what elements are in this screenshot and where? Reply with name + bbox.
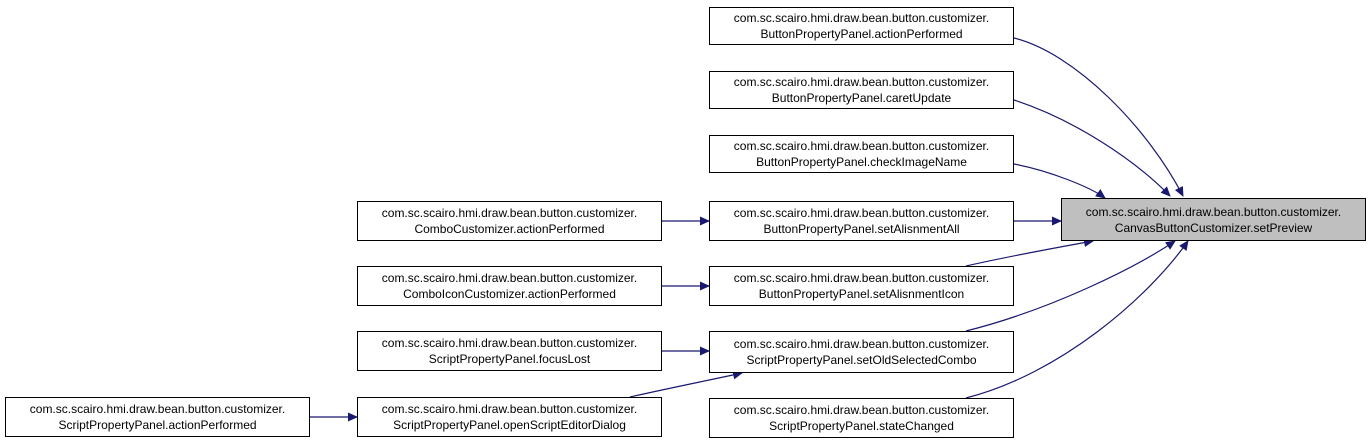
- node-package-label: com.sc.scairo.hmi.draw.bean.button.custo…: [381, 206, 638, 220]
- node-package-label: com.sc.scairo.hmi.draw.bean.button.custo…: [733, 139, 990, 153]
- node-package-label: com.sc.scairo.hmi.draw.bean.button.custo…: [29, 402, 286, 416]
- node-package-label: com.sc.scairo.hmi.draw.bean.button.custo…: [733, 271, 990, 285]
- node-scriptpropertypanel-setoldselectedcombo[interactable]: com.sc.scairo.hmi.draw.bean.button.custo…: [709, 331, 1014, 373]
- node-combocustomizer-actionperformed[interactable]: com.sc.scairo.hmi.draw.bean.button.custo…: [357, 201, 662, 241]
- node-buttonpropertypanel-checkimagename[interactable]: com.sc.scairo.hmi.draw.bean.button.custo…: [709, 135, 1014, 173]
- node-method-label: ScriptPropertyPanel.stateChanged: [769, 419, 954, 433]
- node-buttonpropertypanel-caretupdate[interactable]: com.sc.scairo.hmi.draw.bean.button.custo…: [709, 71, 1014, 109]
- node-package-label: com.sc.scairo.hmi.draw.bean.button.custo…: [733, 337, 990, 351]
- node-method-label: ButtonPropertyPanel.actionPerformed: [760, 27, 963, 41]
- node-package-label: com.sc.scairo.hmi.draw.bean.button.custo…: [381, 271, 638, 285]
- node-package-label: com.sc.scairo.hmi.draw.bean.button.custo…: [381, 336, 638, 350]
- node-package-label: com.sc.scairo.hmi.draw.bean.button.custo…: [733, 403, 990, 417]
- edge-spp_state-to-focus: [965, 240, 1189, 399]
- node-method-label: ButtonPropertyPanel.caretUpdate: [771, 91, 952, 105]
- node-method-label: ScriptPropertyPanel.setOldSelectedCombo: [746, 353, 977, 367]
- edge-bpp_action-to-focus: [1013, 37, 1184, 197]
- node-method-label: ScriptPropertyPanel.actionPerformed: [58, 418, 257, 432]
- edge-spp_old_combo-to-focus: [965, 240, 1176, 332]
- node-method-label: ComboCustomizer.actionPerformed: [414, 222, 605, 236]
- node-package-label: com.sc.scairo.hmi.draw.bean.button.custo…: [733, 206, 990, 220]
- node-scriptpropertypanel-actionperformed[interactable]: com.sc.scairo.hmi.draw.bean.button.custo…: [5, 397, 310, 437]
- node-method-label: ComboIconCustomizer.actionPerformed: [403, 287, 616, 301]
- node-buttonpropertypanel-setalisnmenticon[interactable]: com.sc.scairo.hmi.draw.bean.button.custo…: [709, 266, 1014, 306]
- node-scriptpropertypanel-openscripteditordialog[interactable]: com.sc.scairo.hmi.draw.bean.button.custo…: [357, 397, 662, 437]
- node-method-label: ButtonPropertyPanel.checkImageName: [756, 155, 967, 169]
- node-buttonpropertypanel-actionperformed[interactable]: com.sc.scairo.hmi.draw.bean.button.custo…: [709, 7, 1014, 45]
- node-method-label: ButtonPropertyPanel.setAlisnmentAll: [763, 222, 960, 236]
- node-scriptpropertypanel-focuslost[interactable]: com.sc.scairo.hmi.draw.bean.button.custo…: [357, 331, 662, 371]
- node-package-label: com.sc.scairo.hmi.draw.bean.button.custo…: [381, 402, 638, 416]
- node-package-label: com.sc.scairo.hmi.draw.bean.button.custo…: [1085, 204, 1342, 219]
- node-package-label: com.sc.scairo.hmi.draw.bean.button.custo…: [733, 11, 990, 25]
- node-method-label: CanvasButtonCustomizer.setPreview: [1114, 220, 1313, 235]
- edge-spp_open-to-spp_old_combo: [629, 370, 743, 398]
- node-canvasbuttoncustomizer-setpreview: com.sc.scairo.hmi.draw.bean.button.custo…: [1061, 198, 1366, 241]
- node-buttonpropertypanel-setalisnmentall[interactable]: com.sc.scairo.hmi.draw.bean.button.custo…: [709, 201, 1014, 241]
- edge-bpp_align_icon-to-focus: [965, 238, 1094, 267]
- edge-bpp_caret-to-focus: [1013, 99, 1171, 197]
- node-comboiconcustomizer-actionperformed[interactable]: com.sc.scairo.hmi.draw.bean.button.custo…: [357, 266, 662, 306]
- node-method-label: ButtonPropertyPanel.setAlisnmentIcon: [758, 287, 965, 301]
- edge-bpp_check-to-focus: [1013, 163, 1106, 199]
- node-scriptpropertypanel-statechanged[interactable]: com.sc.scairo.hmi.draw.bean.button.custo…: [709, 398, 1014, 438]
- node-package-label: com.sc.scairo.hmi.draw.bean.button.custo…: [733, 75, 990, 89]
- node-method-label: ScriptPropertyPanel.openScriptEditorDial…: [393, 418, 626, 432]
- node-method-label: ScriptPropertyPanel.focusLost: [428, 352, 591, 366]
